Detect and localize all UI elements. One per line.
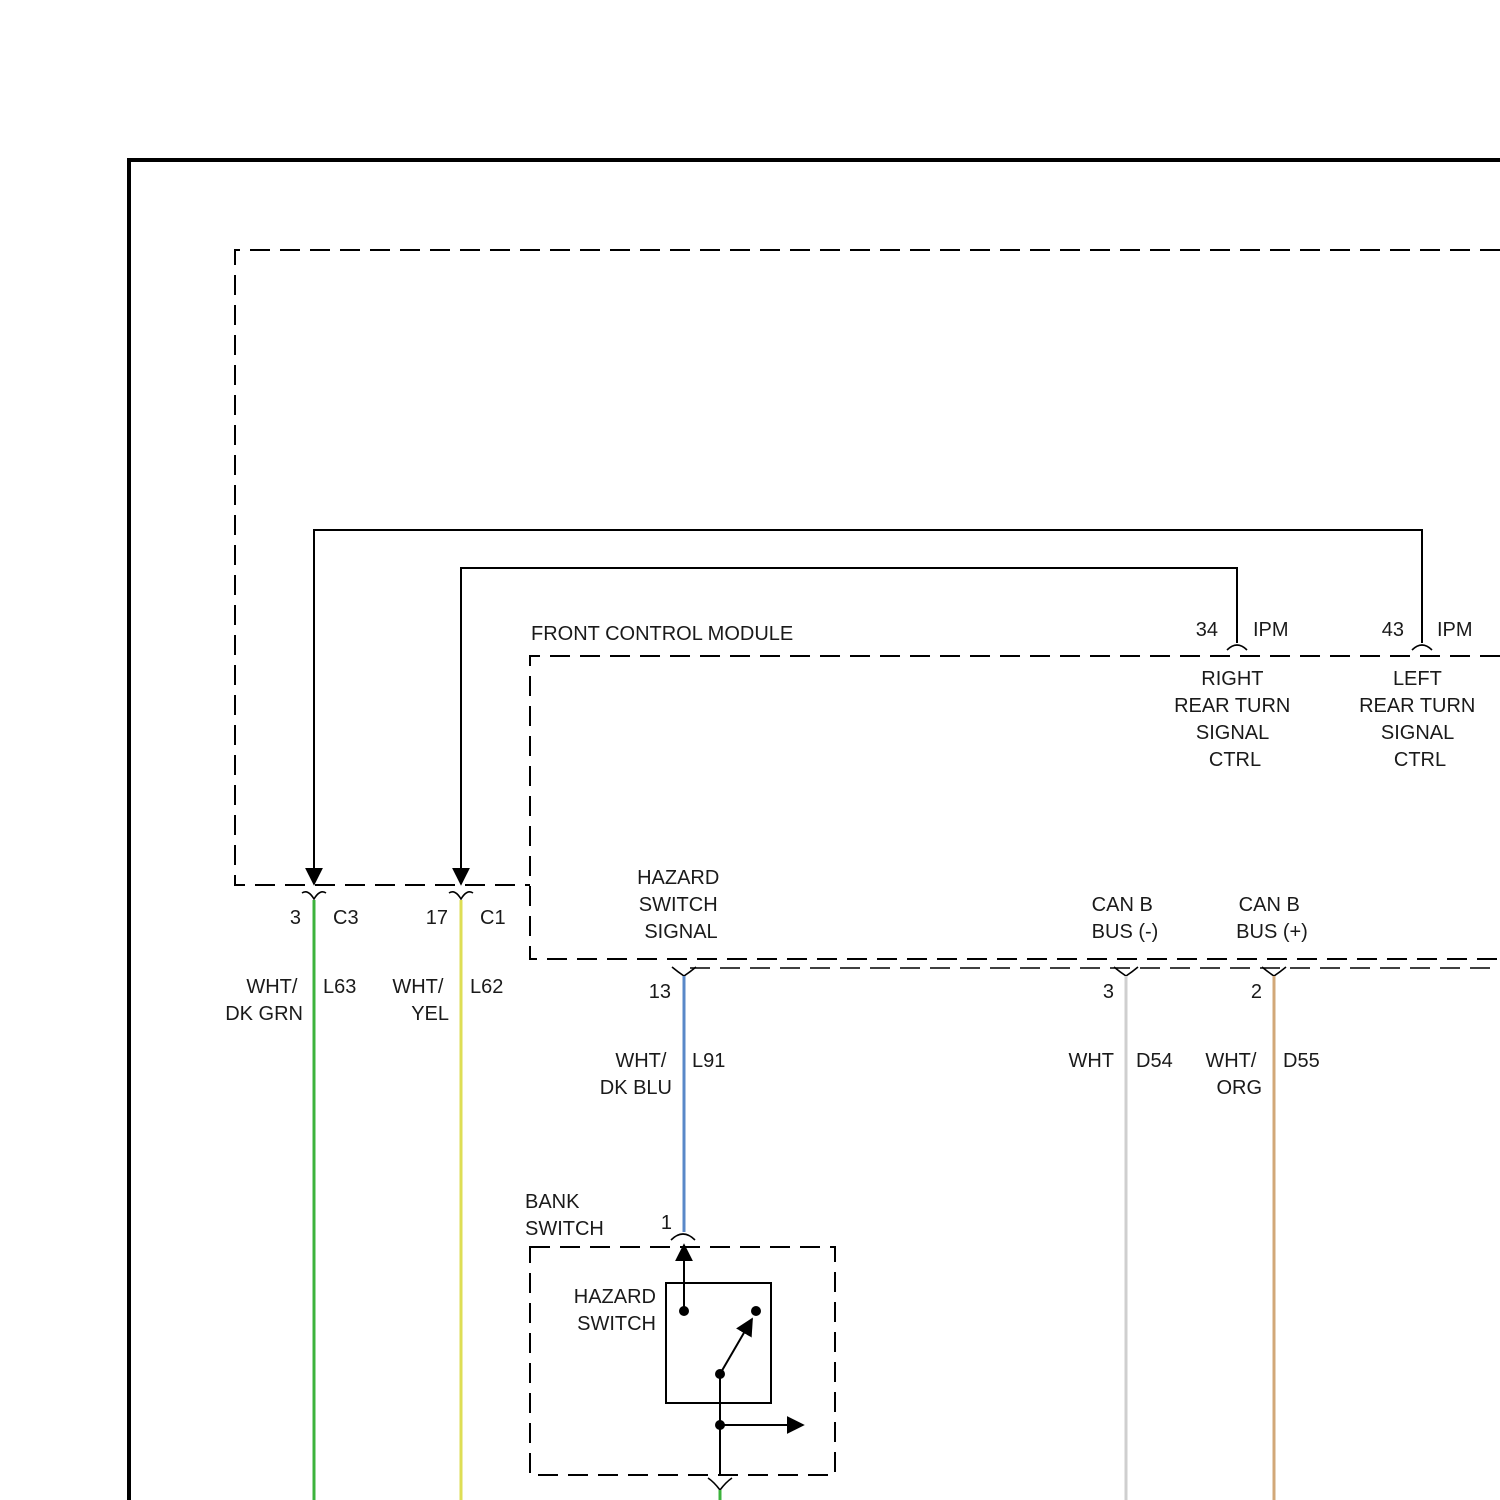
wire-l63-color: WHT/ DK GRN	[225, 976, 303, 1025]
wire-l91-color: WHT/ DK BLU	[600, 1050, 672, 1099]
pin-number-43: 43	[1382, 619, 1404, 641]
bank-switch-boundary	[530, 1247, 835, 1475]
can-b-bus-minus-label: CAN B BUS (-)	[1092, 894, 1159, 943]
wire-d54-color: WHT	[1068, 1050, 1114, 1072]
left-rear-turn-signal-ctrl-label: LEFT REAR TURN SIGNAL CTRL	[1359, 668, 1481, 771]
wire-l62-circuit: L62	[470, 976, 503, 998]
page-frame	[129, 160, 1500, 1500]
right-rear-turn-signal-ctrl-label: RIGHT REAR TURN SIGNAL CTRL	[1174, 668, 1296, 771]
pin-number-2-can: 2	[1251, 981, 1262, 1003]
hazard-switch-signal-label: HAZARD SWITCH SIGNAL	[637, 867, 725, 943]
connector-symbols	[302, 645, 1432, 1490]
wire-d55-circuit: D55	[1283, 1050, 1320, 1072]
front-control-module-label: FRONT CONTROL MODULE	[531, 623, 793, 645]
pin-number-3-can: 3	[1103, 981, 1114, 1003]
can-b-bus-plus-label: CAN B BUS (+)	[1236, 894, 1308, 943]
pin-number-34: 34	[1196, 619, 1218, 641]
connector-ipm-label-2: IPM	[1437, 619, 1473, 641]
connector-ipm-label: IPM	[1253, 619, 1289, 641]
wire-l91-circuit: L91	[692, 1050, 725, 1072]
wire-l62-color: WHT/ YEL	[392, 976, 449, 1025]
wire-d55-color: WHT/ ORG	[1205, 1050, 1262, 1099]
wire-d54-circuit: D54	[1136, 1050, 1173, 1072]
wire-l63-circuit: L63	[323, 976, 356, 998]
connector-c1-label: C1	[480, 907, 506, 929]
wire-ipm-34-to-c1	[461, 568, 1237, 884]
pin-number-13: 13	[649, 981, 671, 1003]
pin-number-3-c3: 3	[290, 907, 301, 929]
hazard-switch-symbol	[666, 1245, 803, 1476]
pin-number-17: 17	[426, 907, 448, 929]
connector-c3-label: C3	[333, 907, 359, 929]
pin-number-1: 1	[661, 1212, 672, 1234]
